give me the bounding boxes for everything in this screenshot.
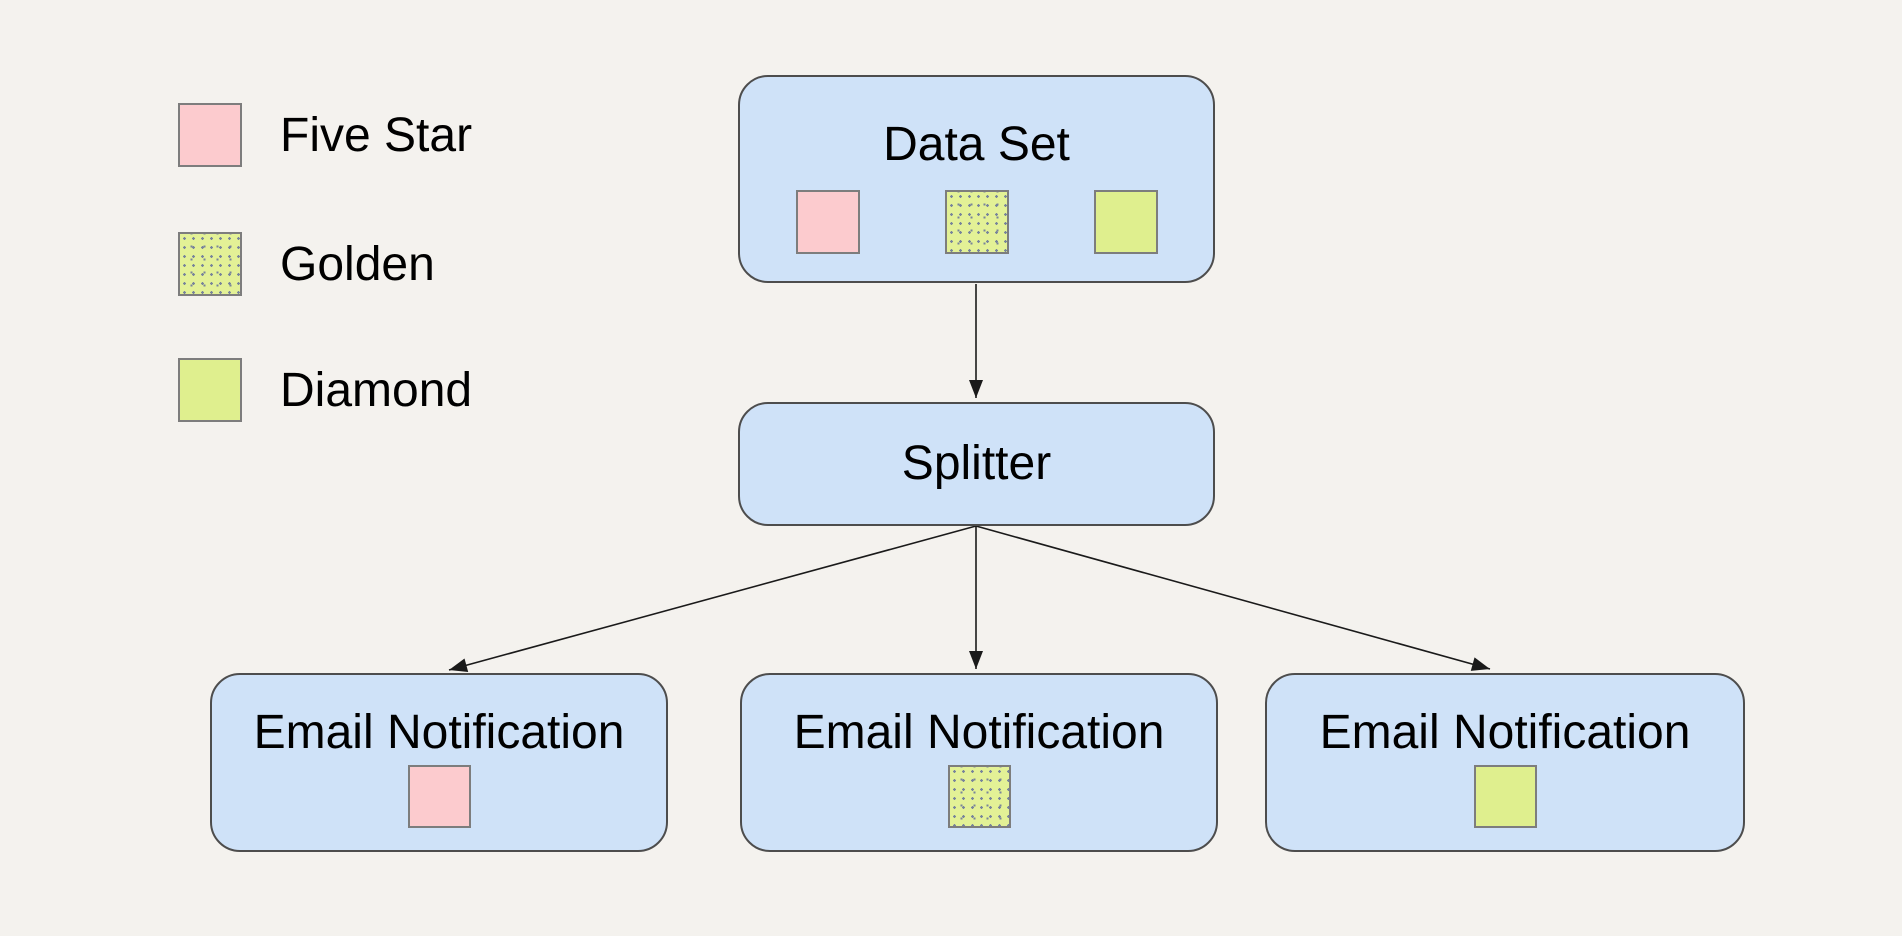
- node-label: Data Set: [883, 118, 1070, 171]
- legend-label: Five Star: [280, 108, 473, 162]
- node-label: Email Notification: [793, 706, 1165, 759]
- legend-item-five-star: Five Star: [178, 103, 472, 167]
- legend: Five Star Golden Diamond: [178, 103, 578, 503]
- legend-item-golden: Golden: [178, 232, 435, 296]
- five-star-swatch-icon: [178, 103, 242, 167]
- golden-swatch-icon: [947, 765, 1011, 829]
- node-label: Splitter: [901, 437, 1052, 491]
- node-splitter: Splitter: [738, 402, 1215, 526]
- golden-swatch-icon: [944, 190, 1009, 255]
- data-set-swatch-row: [795, 190, 1158, 255]
- golden-swatch-icon: [178, 232, 242, 296]
- node-label: Email Notification: [1319, 706, 1691, 759]
- five-star-swatch-icon: [795, 190, 860, 255]
- node-email-notification-left: Email Notification: [210, 673, 668, 852]
- node-email-notification-right: Email Notification: [1265, 673, 1745, 852]
- legend-label: Golden: [280, 237, 435, 291]
- edge-splitter-to-email-right: [975, 525, 1491, 671]
- legend-item-diamond: Diamond: [178, 358, 472, 422]
- five-star-swatch-icon: [407, 765, 471, 829]
- node-email-notification-center: Email Notification: [740, 673, 1218, 852]
- node-label: Email Notification: [253, 706, 625, 759]
- diamond-swatch-icon: [1093, 190, 1158, 255]
- diamond-swatch-icon: [1473, 765, 1537, 829]
- diamond-swatch-icon: [178, 358, 242, 422]
- edge-splitter-to-email-left: [448, 525, 977, 673]
- legend-label: Diamond: [280, 363, 473, 417]
- node-data-set: Data Set: [738, 75, 1215, 283]
